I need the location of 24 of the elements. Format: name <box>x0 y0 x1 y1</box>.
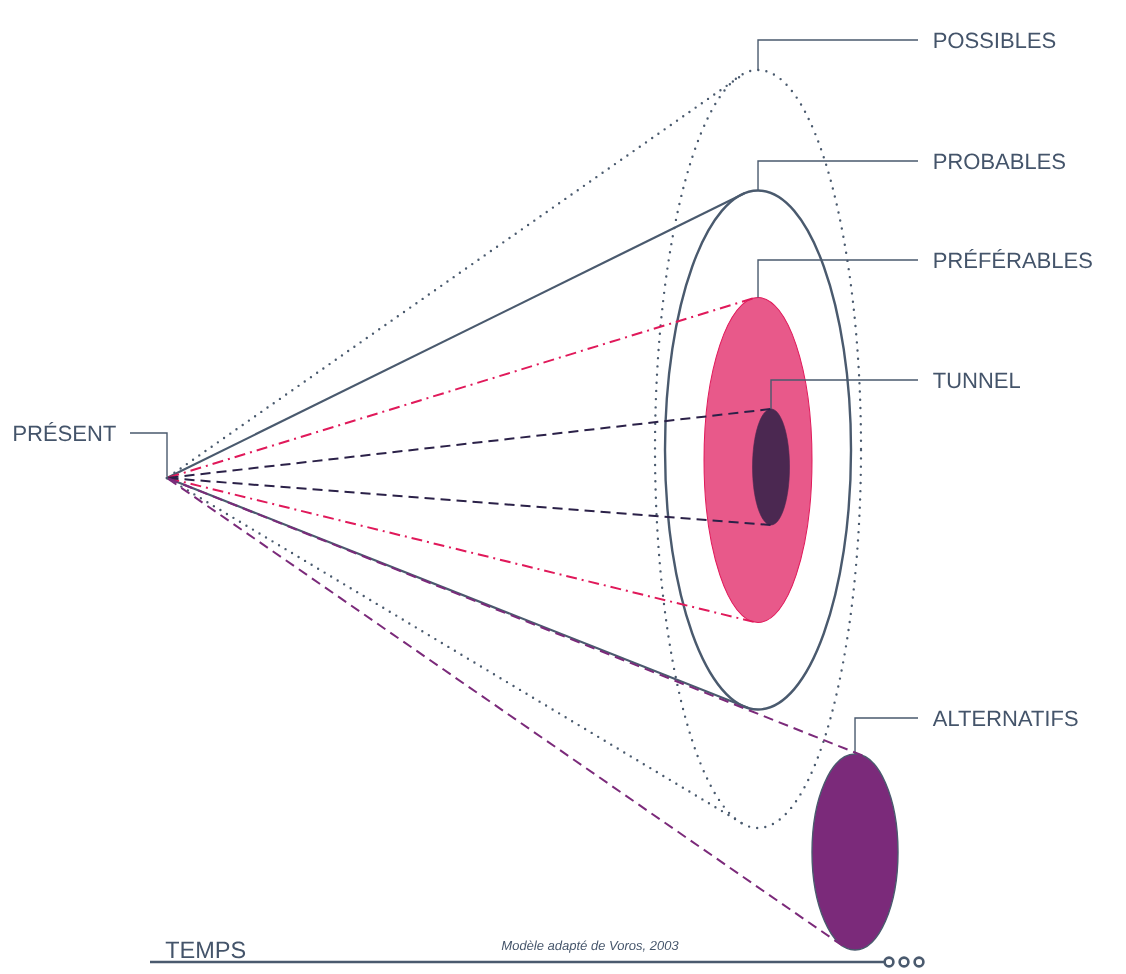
dotted-ellipse <box>653 68 863 830</box>
category-label: ALTERNATIFS <box>932 710 1078 727</box>
cone-line <box>167 477 845 948</box>
cone-line <box>167 408 772 479</box>
category-label: POSSIBLES <box>934 32 1056 49</box>
filled-ellipse <box>752 408 790 526</box>
axis-label: TEMPS <box>165 941 246 959</box>
cone-line <box>167 477 865 757</box>
apex-point <box>165 476 169 480</box>
leader-line <box>757 259 919 299</box>
source-caption: Modèle adapté de Voros, 2003 <box>501 940 679 953</box>
leader-line <box>757 39 919 71</box>
leader-line <box>770 379 919 410</box>
category-label: TUNNEL <box>933 372 1020 389</box>
ellipse-outline <box>663 189 853 711</box>
cone-line <box>167 192 746 479</box>
leader-line <box>757 160 919 192</box>
cone-line <box>167 477 772 526</box>
category-label: PRÉSENT <box>14 421 116 442</box>
category-label: PRÉFÉRABLES <box>934 248 1092 269</box>
leader-line <box>854 717 919 755</box>
category-label: PROBABLES <box>934 153 1065 170</box>
leader-line <box>129 432 168 478</box>
filled-ellipse <box>811 753 899 951</box>
